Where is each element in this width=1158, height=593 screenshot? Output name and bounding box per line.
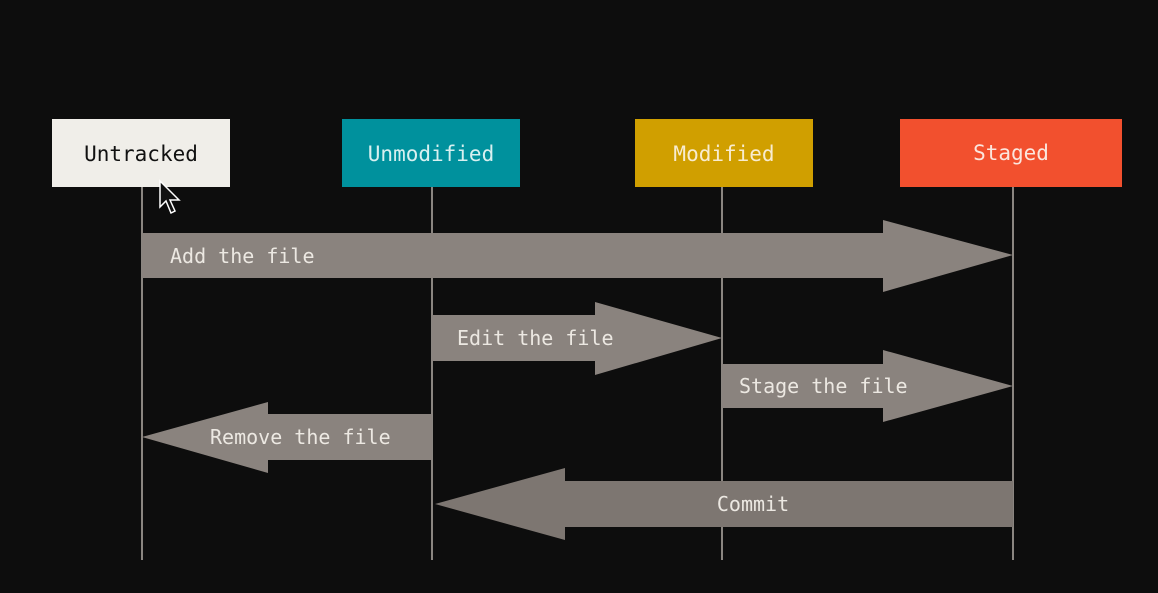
arrow-edit-the-file — [432, 302, 722, 375]
state-label: Unmodified — [368, 142, 494, 166]
mouse-cursor-icon — [159, 179, 181, 215]
arrow-add-the-file — [142, 220, 1013, 292]
arrow-label: Stage the file — [739, 374, 908, 398]
arrow-stage-the-file — [722, 350, 1013, 422]
state-staged: Staged — [900, 119, 1122, 187]
state-modified: Modified — [635, 119, 813, 187]
arrow-commit — [435, 468, 1013, 540]
arrow-label: Edit the file — [457, 326, 614, 350]
state-label: Staged — [973, 141, 1049, 165]
state-unmodified: Unmodified — [342, 119, 520, 187]
state-untracked: Untracked — [52, 119, 230, 187]
state-label: Modified — [673, 142, 774, 166]
arrow-label: Commit — [717, 492, 789, 516]
state-label: Untracked — [84, 142, 198, 166]
arrow-remove-the-file — [142, 402, 432, 473]
arrow-label: Add the file — [170, 244, 315, 268]
arrow-label: Remove the file — [210, 425, 391, 449]
